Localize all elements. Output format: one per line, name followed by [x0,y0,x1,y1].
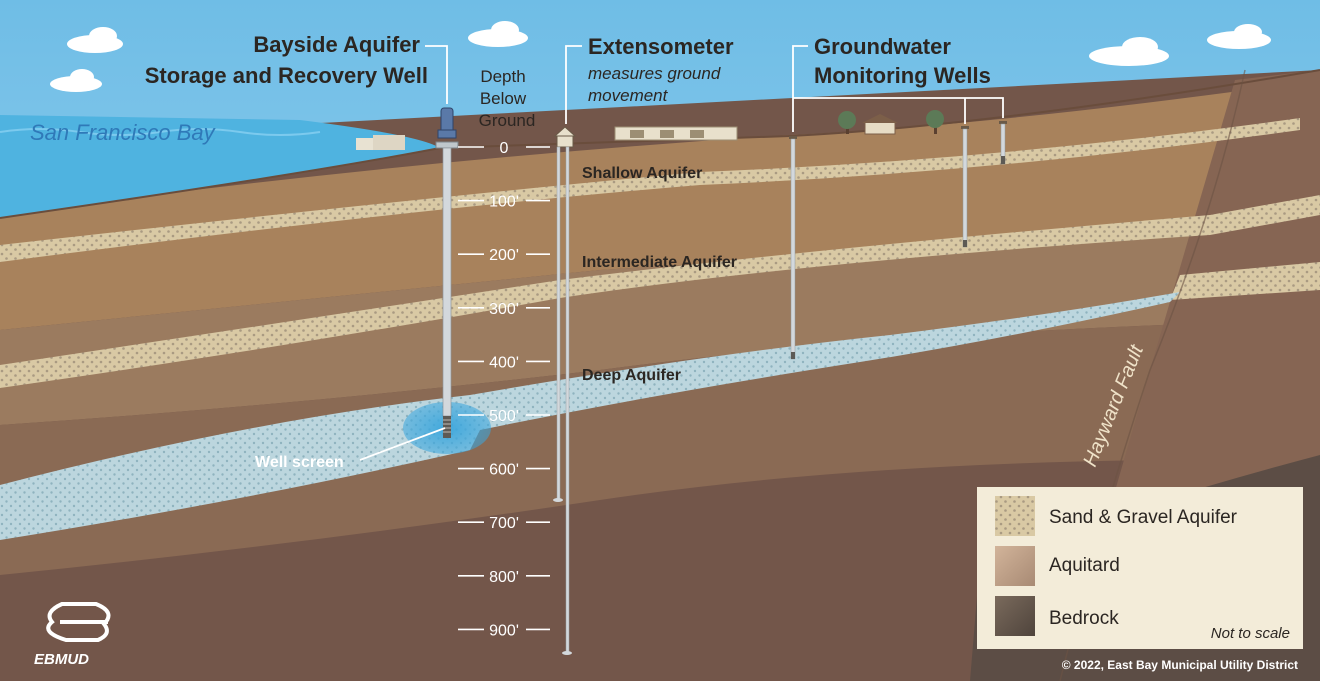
well-screen-pipe [443,416,451,438]
trees-house [838,110,944,135]
depth-tick-label: 300' [489,301,519,318]
shallow-aquifer-label: Shallow Aquifer [582,165,702,182]
depth-scale-labels: 0 100' 200' 300' 400' 500' 600' 700' 800' 900' [489,140,519,639]
legend-label-aquitard: Aquitard [1049,555,1120,576]
asr-well-title-1: Bayside Aquifer [253,32,420,57]
depth-tick-label: 100' [489,194,519,211]
extensometer-title: Extensometer [588,34,734,59]
legend-label-bedrock: Bedrock [1049,608,1119,629]
bay-label: San Francisco Bay [30,120,217,145]
intermediate-aquifer [0,195,1320,388]
not-to-scale-note: Not to scale [1211,625,1290,642]
depth-header-3: Ground [479,111,536,130]
depth-tick-label: 900' [489,622,519,639]
monitoring-wells [789,121,1007,360]
aquitard-band-mid [0,230,1320,425]
aquitard-band-low [0,320,1320,575]
ebmud-logo-text: EBMUD [34,651,89,668]
clouds [50,21,1271,92]
legend-swatch-sand [995,496,1035,536]
depth-tick-label: 600' [489,462,519,479]
tanks [356,135,405,150]
leader-lines [359,45,1004,461]
legend-swatch-bedrock [995,596,1035,636]
treatment-building [614,126,738,141]
depth-scale-lines [458,146,550,631]
depth-tick-label: 500' [489,408,519,425]
legend: Sand & Gravel Aquifer Aquitard Bedrock N… [977,487,1303,649]
deep-aquifer-label: Deep Aquifer [582,367,681,384]
depth-tick-label: 0 [500,140,509,157]
ebmud-logo: EBMUD [34,602,111,668]
intermediate-aquifer-east [1170,262,1320,300]
deep-aquifer-lower [0,430,480,540]
copyright: © 2022, East Bay Municipal Utility Distr… [1062,658,1298,672]
legend-label-sand: Sand & Gravel Aquifer [1049,507,1238,528]
depth-header-2: Below [480,89,527,108]
depth-tick-label: 800' [489,569,519,586]
depth-header-1: Depth [480,67,525,86]
extensometer-sub-1: measures ground [588,64,721,83]
intermediate-aquifer-label: Intermediate Aquifer [582,254,737,271]
depth-tick-label: 200' [489,247,519,264]
monitoring-title-2: Monitoring Wells [814,63,991,88]
legend-swatch-aquitard [995,546,1035,586]
aquitard-band-top [0,80,1320,330]
well-screen-label: Well screen [255,454,344,471]
monitoring-title-1: Groundwater [814,34,951,59]
depth-tick-label: 700' [489,515,519,532]
ebmud-logo-mark [46,602,111,642]
ground-surface [0,69,1320,219]
wave-line [0,128,321,136]
depth-tick-label: 400' [489,354,519,371]
extensometer [553,126,577,655]
asr-well-title-2: Storage and Recovery Well [145,63,428,88]
asr-well [435,107,459,438]
bay-water [0,115,440,218]
extensometer-sub-2: movement [588,86,669,105]
